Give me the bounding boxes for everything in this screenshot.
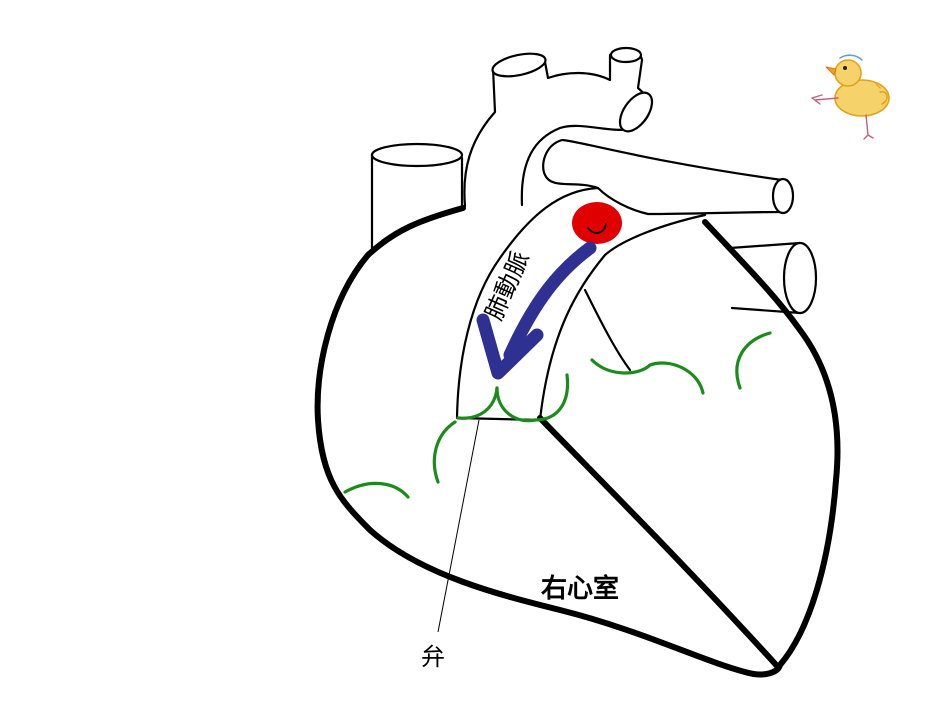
- tricuspid-arc-2: [432, 420, 457, 484]
- valve-leader-line: [437, 419, 480, 633]
- pulmonary-vein-opening: [782, 241, 818, 315]
- right-ventricle-label: 右心室: [541, 573, 619, 604]
- aorta-branch-right-opening: [609, 46, 643, 64]
- valve-cusps: [343, 331, 772, 499]
- superior-vena-cava-opening: [370, 142, 464, 168]
- aorta-branch-side-opening: [618, 91, 654, 133]
- tricuspid-arc-1: [343, 481, 410, 499]
- chick-icon: [811, 54, 890, 140]
- blood-flow-arrow-icon: [476, 241, 597, 380]
- heart-outline: [314, 205, 841, 678]
- mitral-arc-2: [735, 331, 772, 390]
- pulmonary-branch-opening: [771, 177, 795, 215]
- great-vessels: [370, 46, 654, 254]
- interventricular-line: [537, 415, 781, 670]
- valve-label: 弁: [421, 643, 445, 671]
- mitral-arc-1: [590, 358, 705, 395]
- superior-vena-cava: [370, 153, 464, 254]
- red-dot-icon: [572, 202, 622, 244]
- aorta-branch-left-opening: [491, 52, 547, 78]
- pulmonary-trunk: [455, 138, 818, 422]
